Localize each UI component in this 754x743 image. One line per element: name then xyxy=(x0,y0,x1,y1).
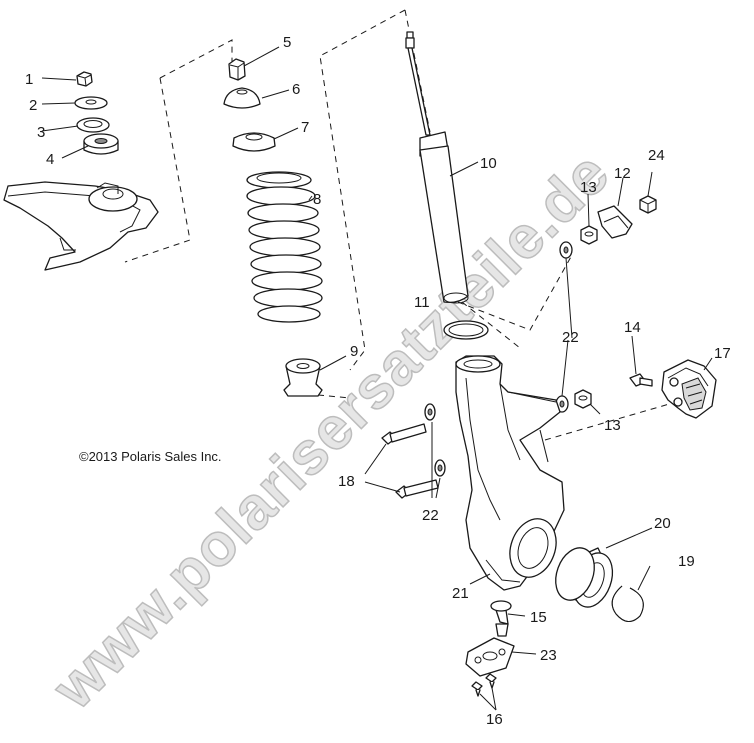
coil-spring-part-8 xyxy=(246,171,323,323)
callout-15: 15 xyxy=(530,609,547,626)
callout-2: 2 xyxy=(29,97,37,114)
callout-20: 20 xyxy=(654,515,671,532)
callout-3: 3 xyxy=(37,124,45,141)
callout-13-upper: 13 xyxy=(580,179,597,196)
callout-24: 24 xyxy=(648,147,665,164)
callout-9: 9 xyxy=(350,343,358,360)
clip-part-12 xyxy=(597,205,633,239)
steering-knuckle-part-21 xyxy=(455,355,565,591)
callout-13-lower: 13 xyxy=(604,417,621,434)
callout-19: 19 xyxy=(678,553,695,570)
screws-part-16 xyxy=(471,673,497,697)
nut-part-13-lower xyxy=(574,389,592,409)
leader-lines xyxy=(41,46,713,711)
callout-10: 10 xyxy=(480,155,497,172)
callout-22-right: 22 xyxy=(562,329,579,346)
bump-stop-part-9 xyxy=(283,358,323,397)
brake-caliper-part-17 xyxy=(661,359,717,419)
bolts-part-18 xyxy=(381,423,439,499)
callout-6: 6 xyxy=(292,81,300,98)
washers-part-22-left xyxy=(424,403,446,477)
top-nut-part-5 xyxy=(228,58,246,81)
callout-7: 7 xyxy=(301,119,309,136)
nut-part-1 xyxy=(76,71,93,87)
snap-ring-part-19 xyxy=(611,585,644,622)
callout-14: 14 xyxy=(624,319,641,336)
nut-part-13-upper xyxy=(580,225,598,245)
callout-23: 23 xyxy=(540,647,557,664)
callout-8: 8 xyxy=(313,191,321,208)
callout-17: 17 xyxy=(714,345,731,362)
plate-part-23 xyxy=(465,637,515,677)
wheel-bearing-part-20 xyxy=(555,547,614,608)
callout-21: 21 xyxy=(452,585,469,602)
bushing-part-4 xyxy=(83,133,119,155)
callout-5: 5 xyxy=(283,34,291,51)
callout-labels: 1 2 3 4 5 6 7 8 9 10 11 12 13 24 22 13 1… xyxy=(25,34,731,728)
washer-part-22-upper xyxy=(559,241,573,259)
upper-cup-part-6 xyxy=(223,87,261,109)
callout-22-left: 22 xyxy=(422,507,439,524)
callout-1: 1 xyxy=(25,71,33,88)
o-ring-part-11 xyxy=(443,320,489,340)
washer-ring-part-3 xyxy=(76,117,110,133)
callout-16: 16 xyxy=(486,711,503,728)
callout-11: 11 xyxy=(414,294,430,311)
washer-part-2 xyxy=(74,96,108,110)
spring-seat-part-7 xyxy=(232,132,276,152)
callout-18: 18 xyxy=(338,473,355,490)
nut-part-24 xyxy=(639,195,657,214)
callout-12: 12 xyxy=(614,165,631,182)
copyright-notice: ©2013 Polaris Sales Inc. xyxy=(79,449,222,464)
ball-joint-part-15 xyxy=(490,600,512,637)
shock-absorber-part-10 xyxy=(405,31,469,304)
callout-4: 4 xyxy=(46,151,54,168)
bolt-part-14 xyxy=(629,373,653,387)
frame-upper-mount xyxy=(3,181,159,271)
